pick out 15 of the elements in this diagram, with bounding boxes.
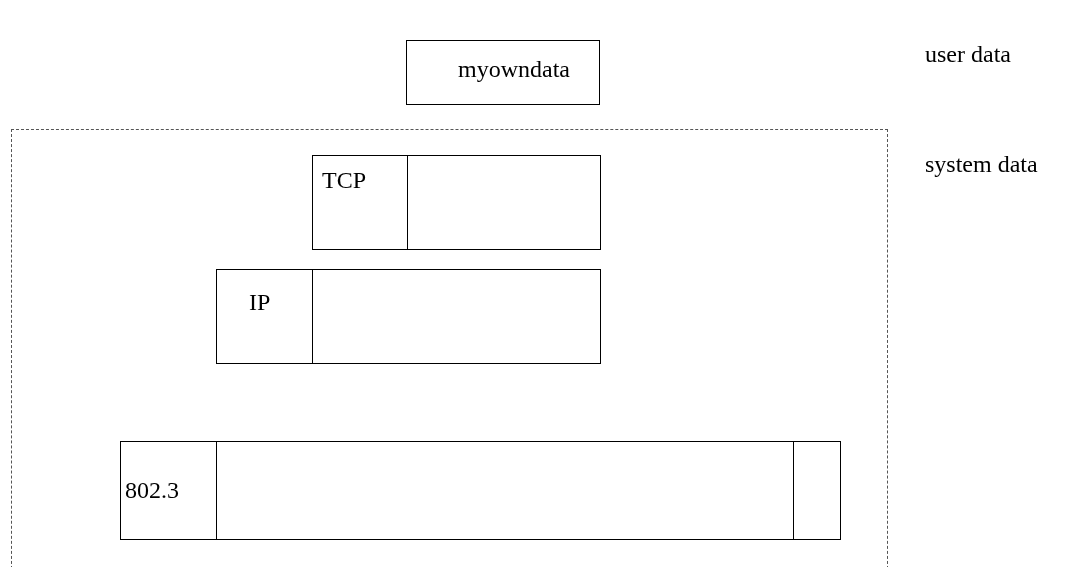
layer-label: system data: [925, 152, 1038, 176]
empty-box: [216, 441, 794, 540]
empty-box: [793, 441, 841, 540]
field-box: [120, 441, 217, 540]
field-label: TCP: [322, 168, 366, 192]
field-box: [406, 40, 600, 105]
empty-box: [312, 269, 601, 364]
layer-label: user data: [925, 42, 1011, 66]
dashed-boundary: [11, 129, 888, 567]
field-box: [216, 269, 313, 364]
field-label: myowndata: [458, 57, 570, 81]
field-box: [312, 155, 408, 250]
field-label: 802.3: [125, 478, 179, 502]
empty-box: [407, 155, 601, 250]
field-label: IP: [249, 290, 271, 314]
